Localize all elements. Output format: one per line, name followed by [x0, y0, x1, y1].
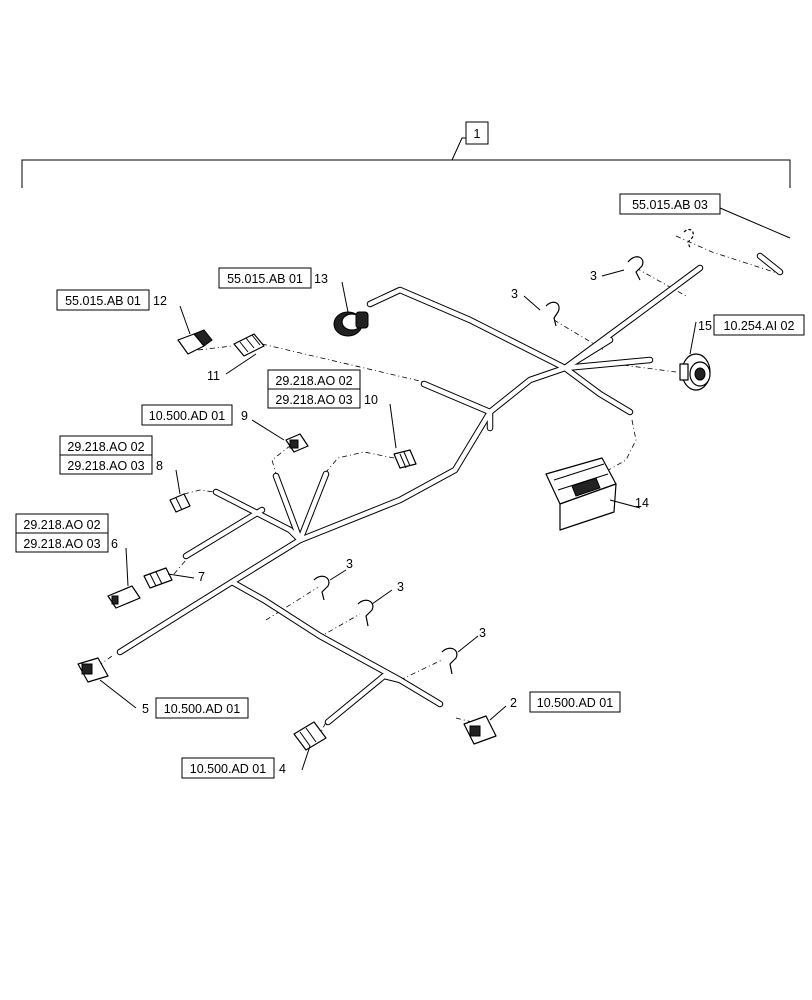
ref-box-55015ab01-12: 55.015.AB 01	[56, 289, 150, 311]
svg-text:29.218.AO 02: 29.218.AO 02	[67, 440, 144, 454]
connector-7-icon	[143, 567, 173, 589]
item-5-label: 5	[142, 702, 149, 716]
connector-5-icon	[77, 657, 109, 683]
svg-text:29.218.AO 02: 29.218.AO 02	[275, 374, 352, 388]
ref-box-29218ao-8: 29.218.AO 02 29.218.AO 03	[59, 435, 153, 475]
svg-text:55.015.AB 03: 55.015.AB 03	[632, 198, 708, 212]
round-connector-15-icon	[679, 353, 711, 391]
assembly-number: 1	[474, 127, 481, 141]
svg-text:55.015.AB 01: 55.015.AB 01	[227, 272, 303, 286]
svg-text:55.015.AB 01: 55.015.AB 01	[65, 294, 141, 308]
leader-lines	[99, 207, 791, 771]
connector-2-icon	[463, 715, 497, 745]
item-3d-label: 3	[397, 580, 404, 594]
item-9-label: 9	[241, 409, 248, 423]
grommet-icon	[333, 311, 369, 337]
ref-box-55015ab03: 55.015.AB 03	[619, 193, 721, 215]
connector-block-14-icon	[545, 457, 617, 531]
svg-text:10.500.AD 01: 10.500.AD 01	[149, 409, 225, 423]
item-6-label: 6	[111, 537, 118, 551]
connector-9-icon	[285, 433, 309, 453]
ref-box-10500ad01-4: 10.500.AD 01	[181, 757, 275, 779]
connector-12-icon	[177, 329, 213, 355]
svg-text:29.218.AO 03: 29.218.AO 03	[67, 459, 144, 473]
harness-wires	[116, 252, 784, 726]
item-11-label: 11	[207, 369, 220, 383]
connector-6-icon	[107, 585, 141, 609]
connector-4-icon	[293, 721, 327, 751]
item-12-label: 12	[153, 294, 167, 308]
ref-box-10500ad01-2: 10.500.AD 01	[529, 691, 621, 713]
dashed-lines	[97, 235, 781, 739]
item-2-label: 2	[510, 696, 517, 710]
ref-box-10500ad01-9: 10.500.AD 01	[141, 404, 233, 426]
item-13-label: 13	[314, 272, 328, 286]
ref-box-10254ai02: 10.254.AI 02	[713, 314, 805, 336]
assembly-bracket: 1	[21, 121, 791, 188]
item-14-label: 14	[635, 496, 649, 510]
ref-box-29218ao-10: 29.218.AO 02 29.218.AO 03	[267, 369, 361, 409]
item-3b-label: 3	[511, 287, 518, 301]
item-3a-label: 3	[590, 269, 597, 283]
item-10-label: 10	[364, 393, 378, 407]
svg-text:10.500.AD 01: 10.500.AD 01	[537, 696, 613, 710]
connector-8-icon	[169, 493, 191, 513]
tie-wrap-icon	[313, 228, 694, 675]
item-3c-label: 3	[346, 557, 353, 571]
svg-text:10.500.AD 01: 10.500.AD 01	[164, 702, 240, 716]
connector-11-icon	[233, 333, 265, 357]
ref-box-10500ad01-5: 10.500.AD 01	[155, 697, 249, 719]
svg-text:29.218.AO 03: 29.218.AO 03	[23, 537, 100, 551]
item-7-label: 7	[198, 570, 205, 584]
item-4-label: 4	[279, 762, 286, 776]
svg-text:10.254.AI 02: 10.254.AI 02	[724, 319, 795, 333]
svg-text:29.218.AO 02: 29.218.AO 02	[23, 518, 100, 532]
ref-box-55015ab01-13: 55.015.AB 01	[218, 267, 312, 289]
svg-text:29.218.AO 03: 29.218.AO 03	[275, 393, 352, 407]
item-8-label: 8	[156, 459, 163, 473]
ref-box-29218ao-6: 29.218.AO 02 29.218.AO 03	[15, 513, 109, 553]
item-3e-label: 3	[479, 626, 486, 640]
item-15-label: 15	[698, 319, 712, 333]
svg-text:10.500.AD 01: 10.500.AD 01	[190, 762, 266, 776]
connector-10-icon	[393, 449, 417, 469]
